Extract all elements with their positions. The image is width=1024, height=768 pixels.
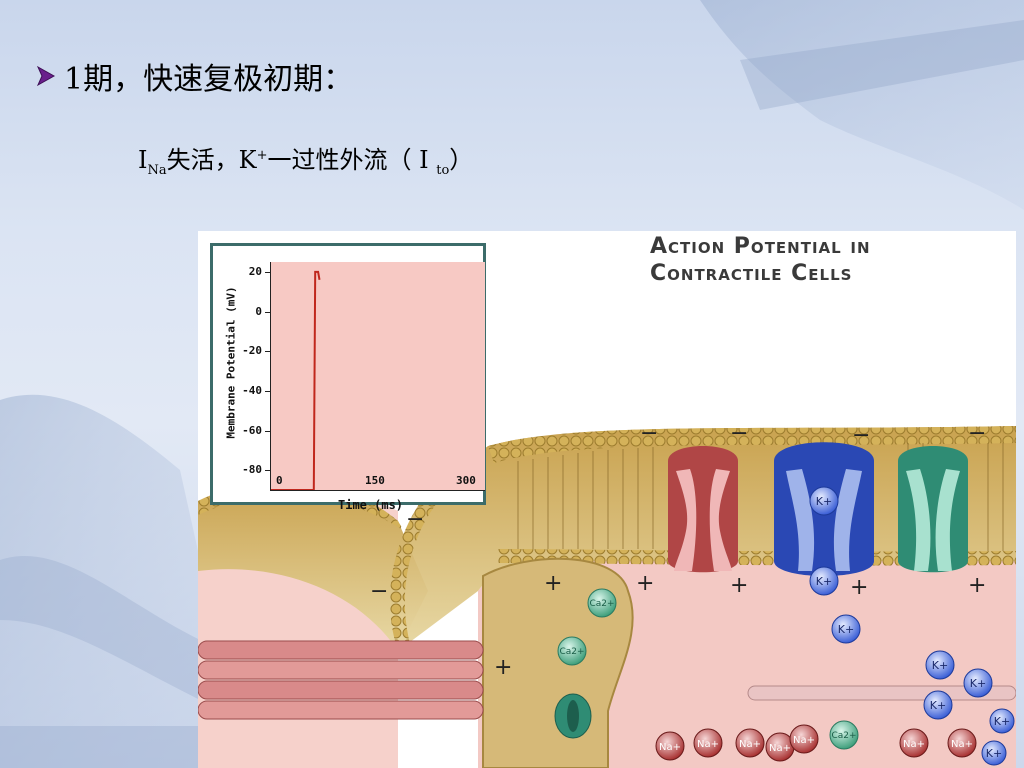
svg-text:Ca2+: Ca2+	[589, 599, 614, 609]
y-tick-label: -80	[242, 463, 262, 477]
graph-plot-area	[270, 262, 485, 491]
y-tick-label: 0	[255, 304, 262, 318]
charge-minus: −	[640, 421, 659, 446]
k-ion: K+	[989, 708, 1015, 734]
k-ion: K+	[923, 690, 953, 720]
ca-release-channel	[554, 693, 592, 739]
na-ion: Na+	[655, 731, 685, 761]
na-ion: Na+	[947, 728, 977, 758]
slide-title: 1期，快速复极初期：	[36, 54, 353, 98]
k-ion: K+	[963, 668, 993, 698]
svg-text:K+: K+	[986, 747, 1002, 760]
svg-text:K+: K+	[994, 715, 1010, 728]
x-tick-label: 300	[456, 474, 476, 487]
y-tick-label: -40	[242, 383, 262, 397]
svg-text:K+: K+	[838, 623, 854, 636]
x-tick-label: 0	[276, 474, 283, 487]
charge-plus: +	[544, 571, 563, 596]
charge-plus: +	[494, 655, 513, 680]
k-ion: K+	[809, 566, 839, 596]
figure-title-line1: Action Potential in	[650, 234, 871, 259]
k-ion: K+	[831, 614, 861, 644]
svg-text:Na+: Na+	[793, 735, 815, 746]
action-potential-chart	[271, 270, 321, 490]
svg-text:K+: K+	[932, 659, 948, 672]
ions-layer: K+ K+ K+ K+ K+ K+ K+ K+ Na+ Na+ Na+ Na+ …	[557, 486, 1015, 766]
svg-text:Na+: Na+	[769, 743, 791, 754]
charge-minus: −	[968, 421, 987, 446]
sub-close: ）	[449, 146, 474, 174]
k-ion: K+	[981, 740, 1007, 766]
sub-plus: +	[256, 148, 268, 163]
y-tick-mark	[265, 430, 270, 432]
sub-text1: 失活，K	[166, 146, 257, 174]
svg-text:Na+: Na+	[697, 739, 719, 750]
figure-title: Action Potential in Contractile Cells	[650, 233, 871, 287]
svg-text:K+: K+	[970, 677, 986, 690]
subtitle-line: INa失活，K+一过性外流（ I to）	[138, 140, 473, 178]
charge-plus: +	[968, 573, 987, 598]
y-tick-label: -20	[242, 344, 262, 358]
sodium-channel	[668, 446, 738, 573]
ca-ion: Ca2+	[557, 636, 587, 666]
svg-text:Na+: Na+	[951, 739, 973, 750]
svg-text:K+: K+	[816, 575, 832, 588]
graph-xlabel: Time (ms)	[338, 498, 404, 512]
y-tick-mark	[265, 470, 270, 472]
title-text: 快速复极初期：	[143, 62, 354, 97]
svg-text:K+: K+	[816, 495, 832, 508]
charge-minus: −	[406, 507, 425, 532]
svg-text:K+: K+	[930, 699, 946, 712]
charge-minus: −	[730, 421, 749, 446]
charge-plus: +	[850, 575, 869, 600]
title-number: 1期，	[64, 62, 144, 97]
k-ion: K+	[809, 486, 839, 516]
na-ion: Na+	[693, 728, 723, 758]
x-tick-label: 150	[365, 474, 385, 487]
svg-text:Na+: Na+	[739, 739, 761, 750]
svg-text:Na+: Na+	[903, 739, 925, 750]
y-tick-mark	[265, 390, 270, 392]
charge-minus: −	[852, 423, 871, 448]
y-tick-label: -60	[242, 423, 262, 437]
y-tick-mark	[265, 311, 270, 313]
calcium-channel	[898, 446, 968, 573]
y-tick-mark	[265, 351, 270, 353]
na-ion: Na+	[899, 728, 929, 758]
k-ion: K+	[925, 650, 955, 680]
svg-text:Na+: Na+	[659, 742, 681, 753]
na-ion: Na+	[735, 728, 765, 758]
svg-text:Ca2+: Ca2+	[831, 731, 856, 741]
sub-text2: 一过性外流（ I	[267, 146, 437, 174]
ca-ion: Ca2+	[587, 588, 617, 618]
sub-na: Na	[147, 162, 167, 178]
charge-minus: −	[370, 579, 389, 604]
myofibril	[198, 640, 484, 720]
figure-title-line2: Contractile Cells	[650, 261, 853, 286]
svg-text:Ca2+: Ca2+	[559, 647, 584, 657]
na-ion: Na+	[789, 724, 819, 754]
y-tick-mark	[265, 271, 270, 273]
ca-ion: Ca2+	[829, 720, 859, 750]
action-potential-line	[271, 270, 321, 490]
y-tick-label: 20	[248, 264, 262, 278]
charge-plus: +	[636, 571, 655, 596]
arrow-bullet-icon	[36, 65, 56, 87]
charge-plus: +	[730, 573, 749, 598]
sub-to: to	[436, 162, 450, 178]
action-potential-figure: Action Potential in Contractile Cells − …	[198, 231, 1016, 768]
sub-i: I	[138, 146, 148, 174]
